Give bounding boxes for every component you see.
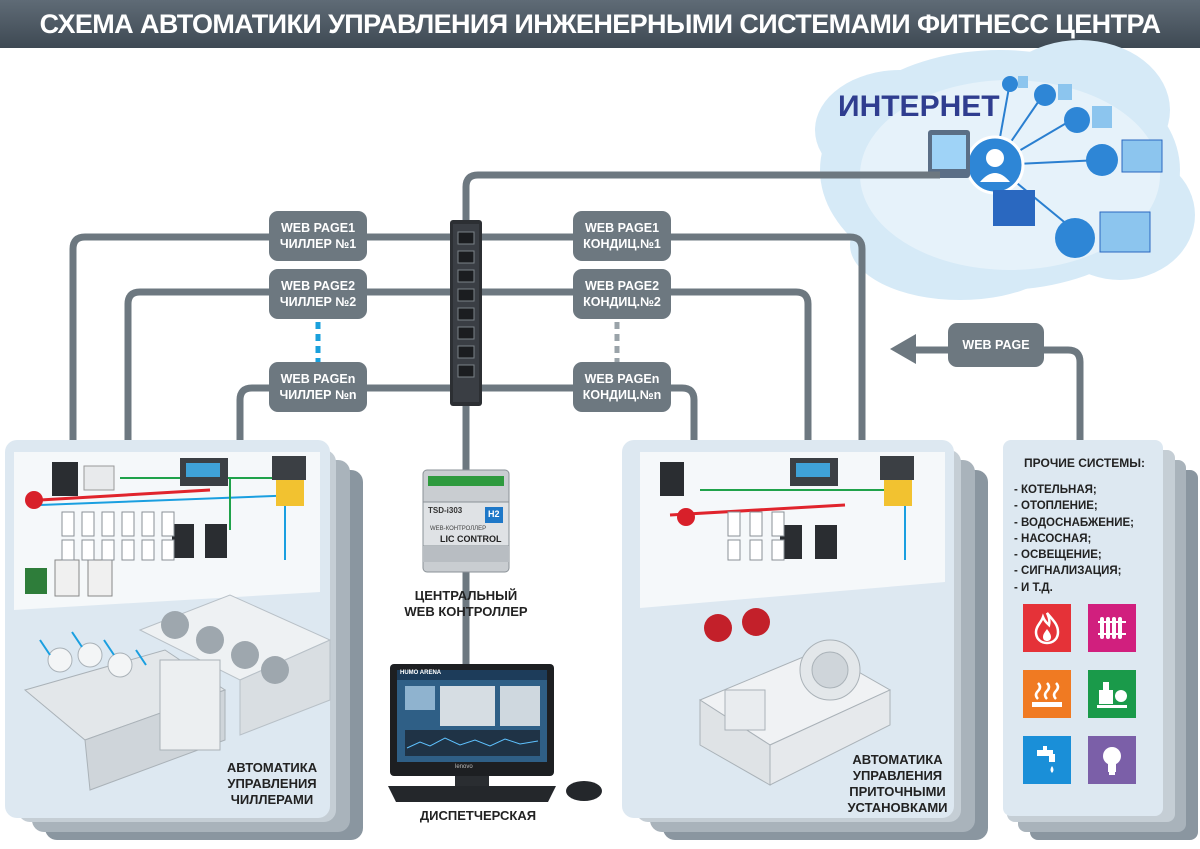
caption-line: WEB КОНТРОЛЛЕР (404, 604, 528, 619)
contactor (161, 539, 175, 561)
breaker (161, 511, 175, 537)
breaker (141, 511, 155, 537)
list-item: - ОСВЕЩЕНИЕ; (1014, 549, 1102, 562)
dispatch-label: ДИСПЕТЧЕРСКАЯ (419, 808, 537, 823)
caption-line: ЧИЛЛЕРАМИ (230, 792, 314, 807)
caption-line: УСТАНОВКАМИ (847, 800, 948, 815)
breaker (81, 511, 95, 537)
caption-line: УПРАВЛЕНИЯ (227, 776, 317, 791)
controller-model: TSD-i303 (428, 506, 463, 515)
web-page-line2: КОНДИЦ.№1 (583, 237, 661, 251)
controller-sub: WEB-КОНТРОЛЛЕР (430, 526, 487, 532)
contactor (141, 539, 155, 561)
caption-line: ПРИТОЧНЫМИ (849, 784, 946, 799)
water-tap-icon (1023, 736, 1071, 784)
web-page-line2: КОНДИЦ.№2 (583, 295, 661, 309)
switch-port (457, 326, 475, 340)
contactor (61, 539, 75, 561)
switch-port (457, 288, 475, 302)
web-page-line1: WEB PAGE1 (584, 221, 660, 235)
web-page-chiller-2[interactable]: WEB PAGE2 ЧИЛЛЕР №2 (269, 269, 367, 319)
breaker (101, 511, 115, 537)
web-page-line1: WEB PAGE2 (584, 279, 660, 293)
list-item: - КОТЕЛЬНАЯ; (1014, 484, 1097, 496)
switch-port (457, 250, 475, 264)
network-users-icon (928, 76, 1163, 258)
web-page-chiller-n[interactable]: WEB PAGEn ЧИЛЛЕР №n (269, 362, 367, 412)
contactor (81, 539, 95, 561)
web-page-line1: WEB PAGE2 (280, 279, 356, 293)
switch-port (457, 364, 475, 378)
web-page-other-systems[interactable]: WEB PAGE (948, 323, 1044, 367)
ahu-equipment (660, 456, 914, 786)
caption-line: АВТОМАТИКА (226, 760, 318, 775)
connection-lines (69, 171, 1084, 668)
dispatch-workstation (388, 664, 602, 802)
chillers-caption: АВТОМАТИКА УПРАВЛЕНИЯ ЧИЛЛЕРАМИ (212, 760, 332, 808)
list-item: - СИГНАЛИЗАЦИЯ; (1014, 565, 1122, 578)
monitor-app-title: HUMO ARENA (400, 670, 442, 676)
other-systems-title: ПРОЧИЕ СИСТЕМЫ: (1024, 456, 1145, 470)
chiller-equipment (23, 456, 332, 791)
floor-heating-icon (1023, 670, 1071, 718)
monitor-brand: lenovo (455, 764, 473, 770)
list-item: - НАСОСНАЯ; (1014, 532, 1092, 545)
breaker (771, 511, 785, 537)
web-page-line2: ЧИЛЛЕР №2 (279, 295, 357, 309)
contactor (749, 539, 763, 561)
breaker (749, 511, 763, 537)
flame-icon (1023, 604, 1071, 652)
pump-station-icon (1088, 670, 1136, 718)
caption-line: АВТОМАТИКА (852, 752, 943, 767)
controller-brand: LIC CONTROL (440, 534, 502, 544)
other-systems-list: - КОТЕЛЬНАЯ; - ОТОПЛЕНИЕ; - ВОДОСНАБЖЕНИ… (1014, 482, 1134, 596)
caption-line: УПРАВЛЕНИЯ (852, 768, 943, 783)
web-page-chiller-1[interactable]: WEB PAGE1 ЧИЛЛЕР №1 (269, 211, 367, 261)
web-page-line2: ЧИЛЛЕР №n (279, 388, 357, 402)
ahu-caption: АВТОМАТИКА УПРАВЛЕНИЯ ПРИТОЧНЫМИ УСТАНОВ… (835, 752, 960, 816)
breaker (61, 511, 75, 537)
web-page-line1: WEB PAGEn (584, 372, 660, 386)
web-page-ac-n[interactable]: WEB PAGEn КОНДИЦ.№n (573, 362, 671, 412)
web-page-line2: КОНДИЦ.№n (582, 388, 662, 402)
web-page-line1: WEB PAGEn (280, 372, 356, 386)
page-title: СХЕМА АВТОМАТИКИ УПРАВЛЕНИЯ ИНЖЕНЕРНЫМИ … (39, 9, 1161, 39)
switch-port (457, 307, 475, 321)
switch-port (457, 269, 475, 283)
web-controller-device (422, 469, 510, 573)
web-page-ac-1[interactable]: WEB PAGE1 КОНДИЦ.№1 (573, 211, 671, 261)
contactor (121, 539, 135, 561)
title-bar (0, 0, 1200, 48)
contactor (727, 539, 741, 561)
controller-badge: H2 (488, 509, 500, 519)
list-item: - ВОДОСНАБЖЕНИЕ; (1014, 516, 1135, 529)
list-item: - ОТОПЛЕНИЕ; (1014, 500, 1098, 513)
caption-line: ЦЕНТРАЛЬНЫЙ (414, 588, 518, 603)
breaker (727, 511, 741, 537)
light-bulb-icon (1088, 736, 1136, 784)
breaker (121, 511, 135, 537)
contactor (101, 539, 115, 561)
web-page-line2: ЧИЛЛЕР №1 (279, 237, 357, 251)
controller-caption: ЦЕНТРАЛЬНЫЙ WEB КОНТРОЛЛЕР (386, 588, 546, 620)
radiator-icon (1088, 604, 1136, 652)
switch-port (457, 231, 475, 245)
list-item: - И Т.Д. (1014, 581, 1053, 594)
switch-port (457, 345, 475, 359)
internet-label: ИНТЕРНЕТ (838, 90, 1000, 123)
contactor (771, 539, 785, 561)
web-page-ac-2[interactable]: WEB PAGE2 КОНДИЦ.№2 (573, 269, 671, 319)
web-page-arrow-icon (890, 334, 916, 364)
web-page-line1: WEB PAGE1 (280, 221, 356, 235)
